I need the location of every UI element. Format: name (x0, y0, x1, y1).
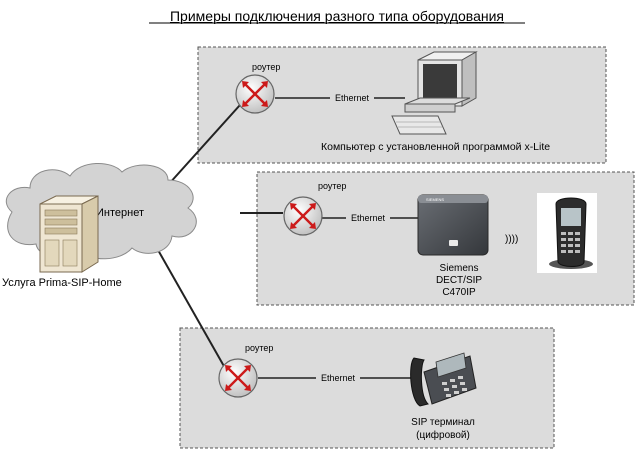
ethernet-label-3: Ethernet (321, 373, 356, 383)
ethernet-label-bg-2 (346, 211, 390, 223)
router-label-3: роутер (245, 343, 273, 353)
sip-terminal-label-line-2: (цифровой) (416, 429, 470, 441)
ethernet-label-bg-1 (330, 91, 374, 103)
dect-label-line-2: DECT/SIP (436, 275, 482, 286)
router-icon (282, 195, 324, 237)
computer-label: Компьютер с установленной программой x-L… (321, 141, 550, 153)
line-cloud-router1 (167, 104, 241, 186)
ethernet-label-bg-3 (316, 371, 360, 383)
wireless-signal-icon: )))) (505, 234, 518, 245)
computer-icon (391, 51, 478, 135)
router-label-2: роутер (318, 181, 346, 191)
dect-label-line-1: Siemens (440, 263, 479, 274)
sip-terminal-label-line-1: SIP терминал (411, 417, 475, 428)
server-icon (39, 195, 99, 273)
line-cloud-router3 (157, 249, 226, 369)
base-brand-text: SIEMENS (426, 197, 444, 202)
ethernet-label-1: Ethernet (335, 93, 370, 103)
dect-label-line-3: C470IP (442, 287, 476, 298)
router-label-1: роутер (252, 62, 280, 72)
internet-label: Интернет (96, 207, 144, 219)
dect-base-icon: SIEMENS (417, 194, 489, 256)
ip-phone-icon (410, 352, 477, 407)
diagram-title: Примеры подключения разного типа оборудо… (170, 8, 504, 24)
ethernet-label-2: Ethernet (351, 213, 386, 223)
cordless-phone-icon (537, 193, 597, 273)
router-icon (217, 357, 259, 399)
server-label: Услуга Prima-SIP-Home (2, 277, 122, 289)
router-icon (234, 73, 276, 115)
